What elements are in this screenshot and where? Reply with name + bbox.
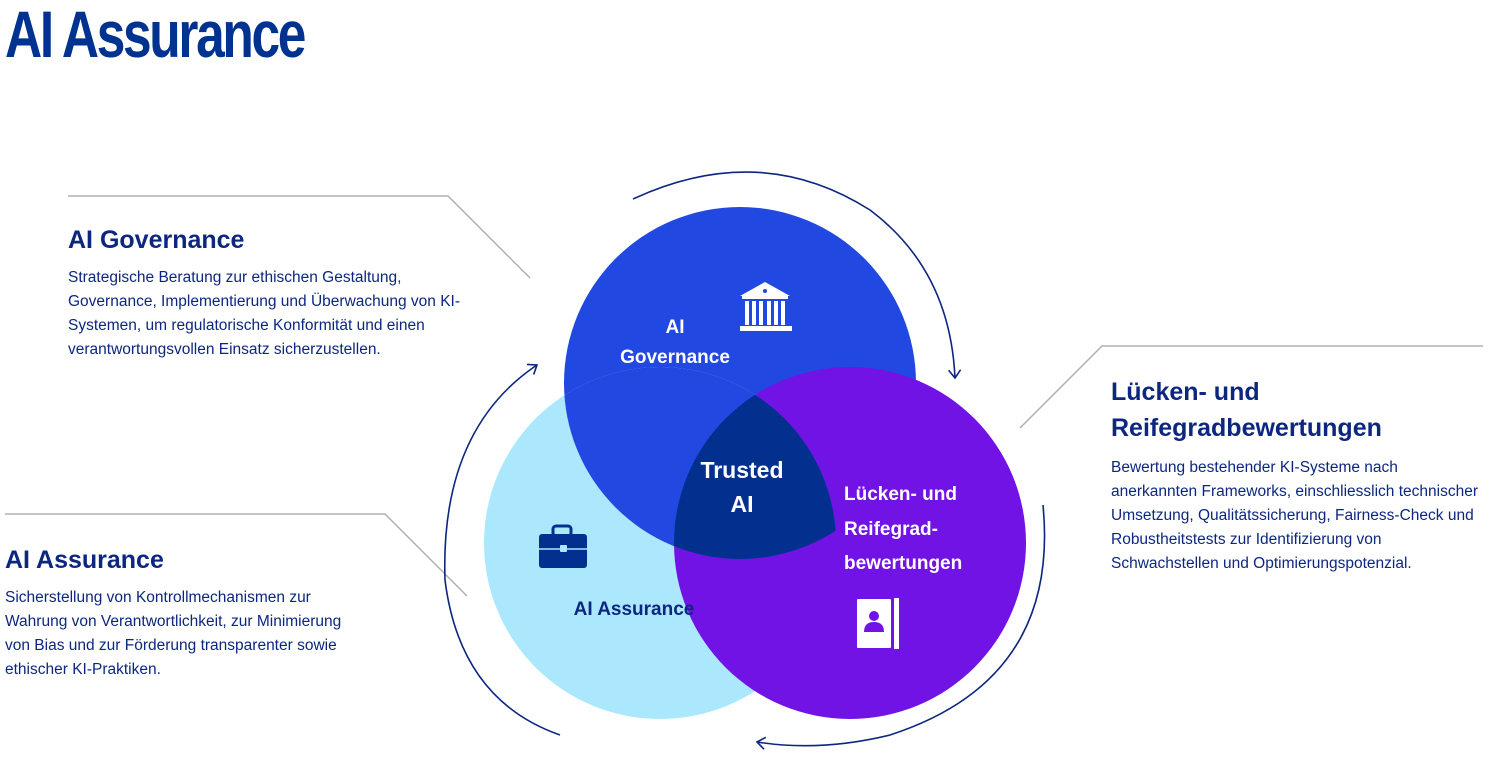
assurance-description: AI Assurance Sicherstellung von Kontroll… (5, 542, 350, 682)
contact-book-icon (857, 598, 899, 649)
gap-label-line3: bewertungen (844, 553, 962, 574)
assurance-label: AI Assurance (574, 599, 695, 620)
gap-leader-line (1019, 345, 1483, 429)
cycle-arrow-top (632, 171, 962, 380)
cycle-arrow-right (755, 504, 1046, 750)
governance-body: Strategische Beratung zur ethischen Gest… (68, 269, 461, 359)
trusted-ai-intersection (674, 367, 836, 559)
gap-label-line1: Lücken- und (844, 484, 957, 505)
governance-label-line1: AI (666, 317, 685, 338)
center-label-line2: AI (731, 491, 754, 517)
gap-body: Bewertung bestehender KI-Systeme nach an… (1111, 459, 1478, 572)
governance-label-line2: Governance (620, 347, 730, 368)
assurance-heading: AI Assurance (5, 546, 164, 574)
governance-heading: AI Governance (68, 226, 245, 254)
governance-leader-line (68, 195, 531, 279)
assurance-leader-line (5, 513, 468, 597)
gap-heading-line2: Reifegradbewertungen (1111, 414, 1382, 442)
page-title: AI Assurance (5, 0, 306, 71)
governance-description: AI Governance Strategische Beratung zur … (68, 222, 478, 362)
assurance-body: Sicherstellung von Kontrollmechanismen z… (5, 589, 342, 679)
gap-heading-line1: Lücken- und (1111, 378, 1260, 406)
bank-icon (740, 282, 792, 331)
center-label-line1: Trusted (700, 457, 783, 483)
cycle-arrow-left (443, 363, 561, 736)
briefcase-icon (539, 524, 587, 568)
gap-label-line2: Reifegrad- (844, 519, 938, 540)
